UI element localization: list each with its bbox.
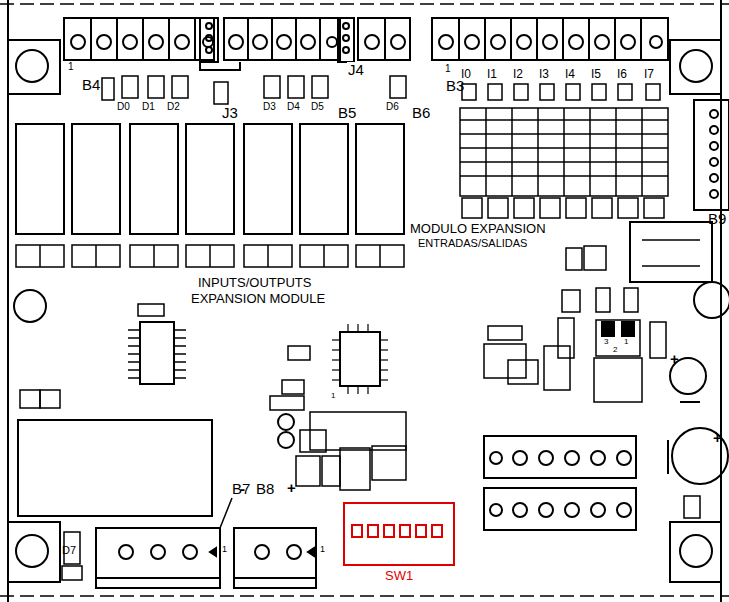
silkscreen-label: 3 bbox=[604, 338, 608, 346]
silkscreen-label: B5 bbox=[338, 105, 356, 120]
silkscreen-label: 1 bbox=[624, 338, 628, 346]
silkscreen-label: 1 bbox=[320, 545, 325, 554]
silkscreen-label: ENTRADAS/SALIDAS bbox=[418, 238, 527, 249]
silkscreen-label: I4 bbox=[565, 68, 575, 80]
part-label: SW1 bbox=[385, 569, 413, 582]
silkscreen-label: B6 bbox=[412, 105, 430, 120]
silkscreen-label: 2 bbox=[613, 346, 617, 354]
silkscreen-label: J3 bbox=[222, 105, 238, 120]
silkscreen-label: - bbox=[240, 481, 245, 496]
silkscreen-label: D6 bbox=[386, 102, 399, 112]
silkscreen-label: B3 bbox=[446, 78, 464, 93]
silkscreen-label: + bbox=[713, 430, 722, 445]
silkscreen-label: D7 bbox=[62, 545, 76, 556]
silkscreen-label: EXPANSION MODULE bbox=[191, 292, 325, 305]
silkscreen-label: D0 bbox=[117, 102, 130, 112]
silkscreen-label: + bbox=[670, 351, 679, 366]
silkscreen-label: 1 bbox=[222, 545, 227, 554]
silkscreen-label: I5 bbox=[591, 68, 601, 80]
silkscreen-label: INPUTS/OUTPUTS bbox=[198, 276, 311, 289]
silkscreen-label: D1 bbox=[142, 102, 155, 112]
silkscreen-label: J4 bbox=[347, 62, 365, 77]
silkscreen-label: I1 bbox=[487, 68, 497, 80]
silkscreen-label: I3 bbox=[539, 68, 549, 80]
silkscreen-label: B4 bbox=[82, 77, 100, 92]
silkscreen-label: D2 bbox=[167, 102, 180, 112]
silkscreen-label: D4 bbox=[287, 102, 300, 112]
silkscreen-label: D3 bbox=[263, 102, 276, 112]
silkscreen-label: 1 bbox=[445, 64, 451, 74]
silkscreen-label: I7 bbox=[644, 68, 654, 80]
silkscreen-label: B8 bbox=[256, 481, 274, 496]
silkscreen-label: I6 bbox=[617, 68, 627, 80]
silkscreen-label: MODULO EXPANSION bbox=[410, 222, 546, 235]
silkscreen-label: B9 bbox=[708, 211, 726, 226]
silkscreen-label: 1 bbox=[331, 392, 335, 400]
silkscreen-label: + bbox=[287, 480, 296, 495]
silkscreen-label: D5 bbox=[311, 102, 324, 112]
dip-switch: SW1 bbox=[343, 502, 455, 566]
silkscreen-label: 1 bbox=[68, 62, 74, 72]
silkscreen-label: I2 bbox=[513, 68, 523, 80]
